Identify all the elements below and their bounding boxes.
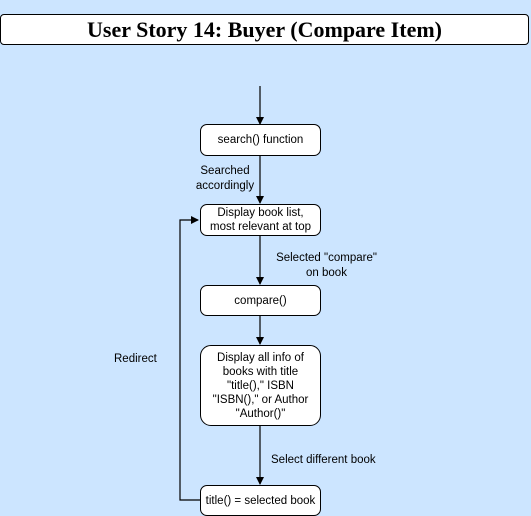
label-redirect: Redirect <box>114 353 157 365</box>
compare-text: compare() <box>234 294 287 307</box>
display-book-list-text: Display book list, most relevant at top <box>210 207 311 233</box>
compare-node: compare() <box>200 285 321 316</box>
display-info-node: Display all info of books with title "ti… <box>200 345 321 426</box>
selected-book-node: title() = selected book <box>200 485 321 516</box>
label-searched-accordingly: Searched accordingly <box>195 165 255 192</box>
redirect-arrow <box>179 216 200 501</box>
search-function-text: search() function <box>217 134 304 146</box>
display-book-list-node: Display book list, most relevant at top <box>200 204 321 236</box>
search-function-node: search() function <box>200 124 321 156</box>
label-selected-compare: Selected "compare" on book <box>276 252 377 279</box>
label-select-different-book: Select different book <box>271 454 376 466</box>
title-bar: User Story 14: Buyer (Compare Item) <box>0 14 529 45</box>
diagram-title: User Story 14: Buyer (Compare Item) <box>87 16 442 42</box>
display-info-text: Display all info of books with title "ti… <box>212 351 309 420</box>
selected-book-text: title() = selected book <box>205 494 316 507</box>
